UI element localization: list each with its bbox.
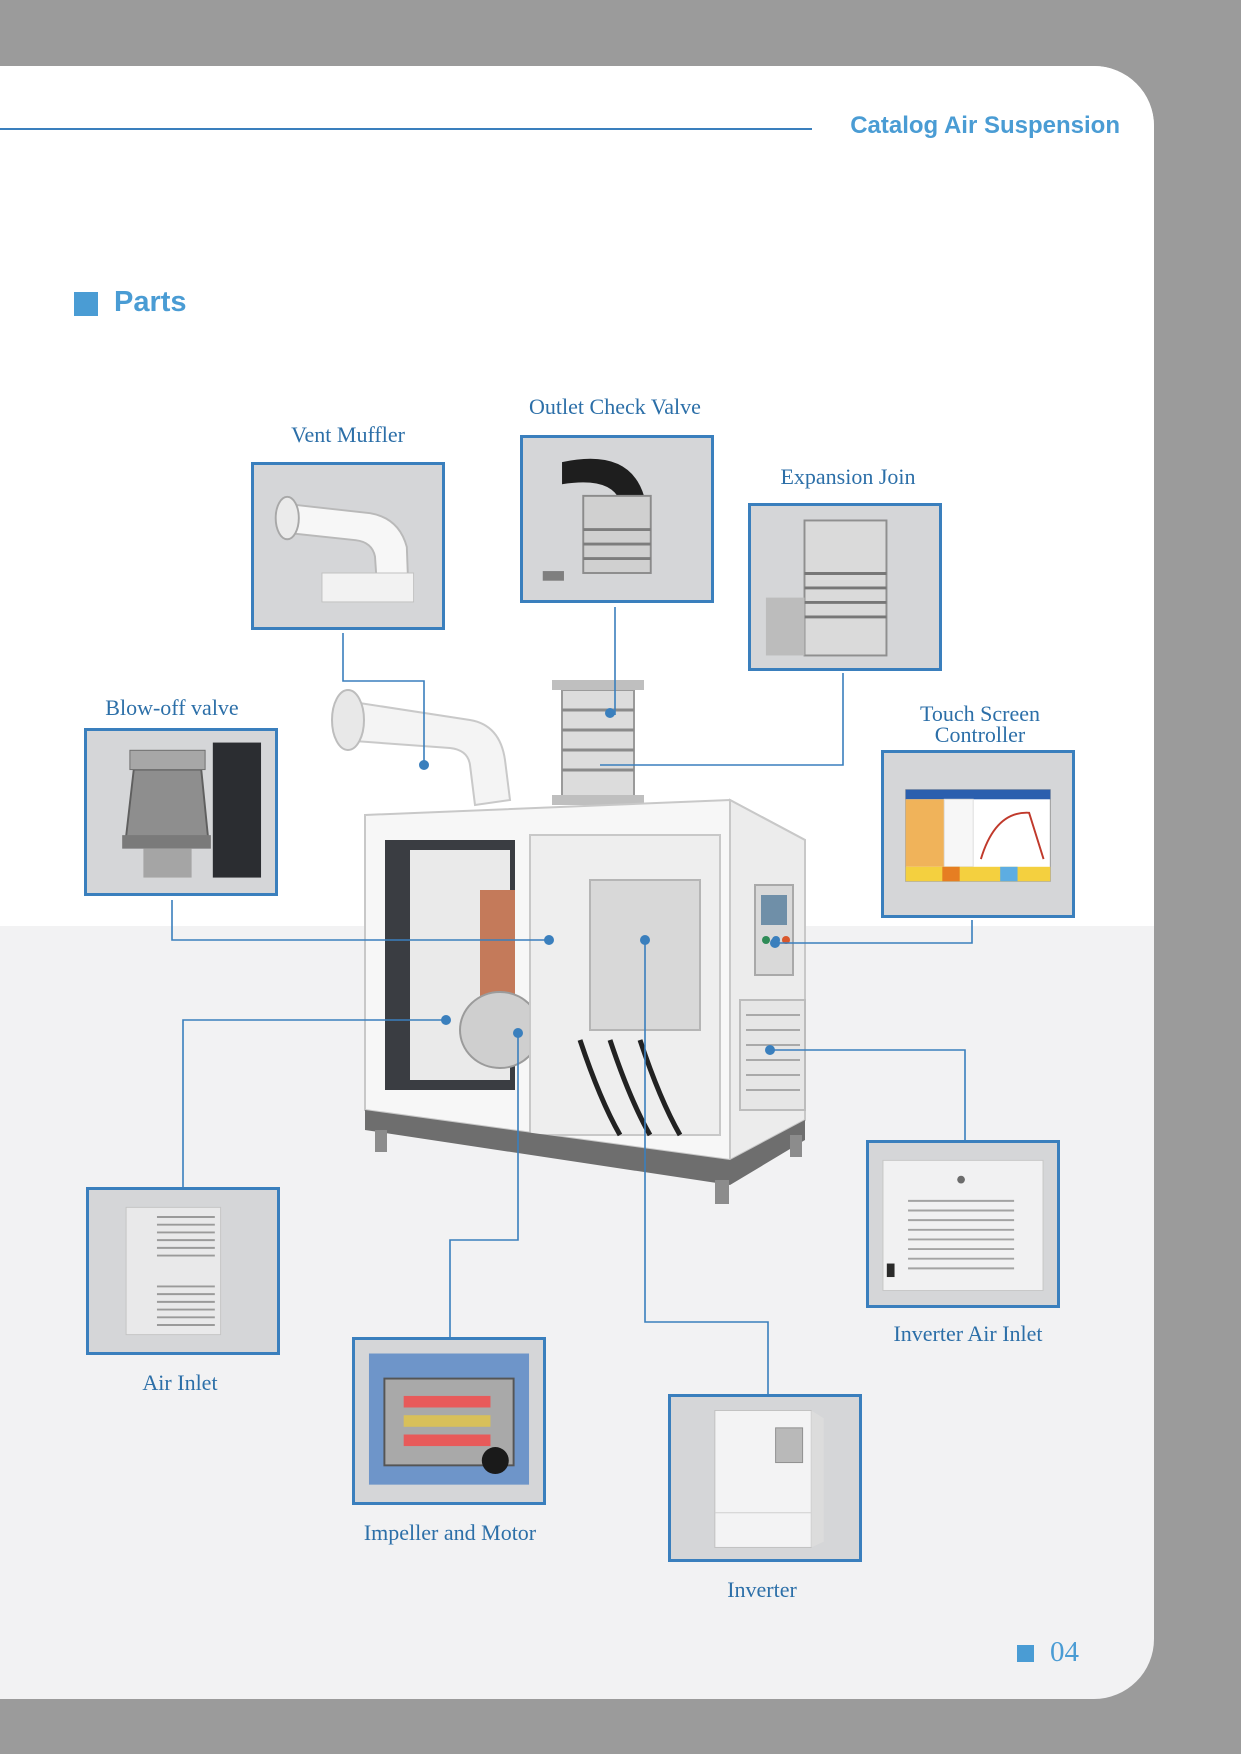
- inverter-air-inlet-picture: [882, 1159, 1044, 1292]
- blow-off-valve-picture: [122, 742, 262, 878]
- impeller-and-motor-label: Impeller and Motor: [363, 1520, 537, 1545]
- page-number-square-icon: [1017, 1645, 1034, 1662]
- touch-screen-controller-image: [881, 750, 1075, 918]
- expansion-join-picture: [765, 519, 888, 657]
- vent-muffler-picture: [274, 495, 415, 603]
- blow-off-valve-label: Blow-off valve: [105, 695, 239, 720]
- inverter-picture: [714, 1410, 824, 1548]
- vent-muffler-image: [251, 462, 445, 630]
- impeller-and-motor-image: [352, 1337, 546, 1505]
- inverter-air-inlet-image: [866, 1140, 1060, 1308]
- catalog-title: Catalog Air Suspension: [850, 112, 1120, 139]
- inverter-label: Inverter: [727, 1577, 797, 1602]
- blow-off-valve-image: [84, 728, 278, 896]
- section-title: Parts: [114, 286, 187, 318]
- air-inlet-image: [86, 1187, 280, 1355]
- air-inlet-label: Air Inlet: [142, 1370, 218, 1395]
- blower-machine-illustration: [331, 680, 806, 1204]
- vent-muffler-label: Vent Muffler: [291, 422, 405, 447]
- page-number: 04: [1050, 1636, 1079, 1668]
- header-rule: [0, 128, 812, 130]
- impeller-and-motor-picture: [368, 1353, 530, 1485]
- expansion-join-label: Expansion Join: [780, 464, 916, 489]
- outlet-check-valve-picture: [542, 458, 652, 581]
- outlet-check-valve-image: [520, 435, 714, 603]
- expansion-join-image: [748, 503, 942, 671]
- section-square-icon: [74, 292, 98, 316]
- touch-screen-controller-label: Touch Screen Controller: [880, 701, 1080, 747]
- air-inlet-picture: [125, 1206, 222, 1336]
- touch-screen-controller-line1: Touch Screen: [919, 701, 1041, 726]
- touch-screen-controller-picture: [905, 789, 1051, 882]
- inverter-air-inlet-label: Inverter Air Inlet: [893, 1321, 1043, 1346]
- inverter-image: [668, 1394, 862, 1562]
- outlet-check-valve-label: Outlet Check Valve: [529, 394, 701, 419]
- touch-screen-controller-line2: Controller: [934, 722, 1026, 747]
